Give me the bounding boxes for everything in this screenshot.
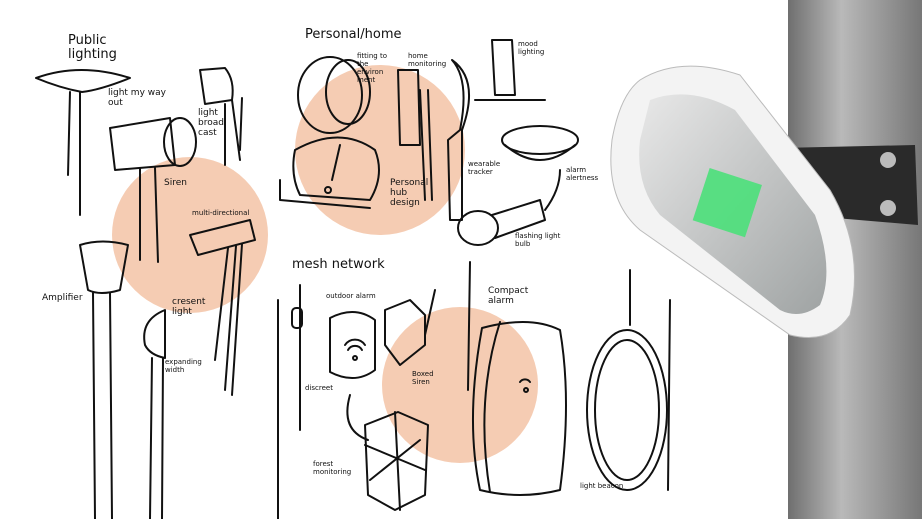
label-expanding-width: expanding width bbox=[165, 358, 202, 374]
heading-mesh-network: mesh network bbox=[292, 257, 385, 272]
label-cresent-light: cresent light bbox=[172, 297, 206, 317]
public-lighting-sketches bbox=[35, 67, 279, 519]
label-wearable-tracker: wearable tracker bbox=[468, 160, 501, 176]
led-matrix bbox=[692, 167, 762, 238]
label-home-monitoring: home monitoring bbox=[408, 52, 447, 68]
heading-personal-home: Personal/home bbox=[305, 27, 402, 42]
label-multi-directional: multi-directional bbox=[192, 209, 250, 217]
label-alarm-alertness: alarm alertness bbox=[566, 166, 599, 182]
accent-circle-home bbox=[295, 65, 465, 235]
accent-circles bbox=[112, 65, 538, 463]
accent-circle-mesh bbox=[382, 307, 538, 463]
label-boxed-siren: Boxed Siren bbox=[412, 370, 434, 386]
label-outdoor-alarm: outdoor alarm bbox=[326, 292, 376, 300]
label-flashing-bulb: flashing light bulb bbox=[515, 232, 561, 248]
label-fitting-environment: fitting to the environ ment bbox=[357, 52, 387, 84]
label-light-broadcast: light broad cast bbox=[198, 108, 224, 138]
personal-home-sketches bbox=[279, 39, 579, 246]
label-forest-monitoring: forest monitoring bbox=[313, 460, 352, 476]
mesh-network-sketches bbox=[291, 261, 671, 511]
label-light-my-way: light my way out bbox=[108, 88, 166, 108]
label-amplifier: Amplifier bbox=[42, 293, 83, 303]
label-discreet: discreet bbox=[305, 384, 333, 392]
label-personal-hub: Personal hub design bbox=[390, 178, 429, 208]
label-siren: Siren bbox=[164, 178, 187, 188]
label-light-beacon: light beacon bbox=[580, 482, 624, 490]
label-compact-alarm: Compact alarm bbox=[488, 286, 529, 306]
heading-public-lighting: Public lighting bbox=[68, 33, 117, 62]
label-mood-lighting: mood lighting bbox=[518, 40, 545, 56]
device-render bbox=[610, 0, 922, 519]
